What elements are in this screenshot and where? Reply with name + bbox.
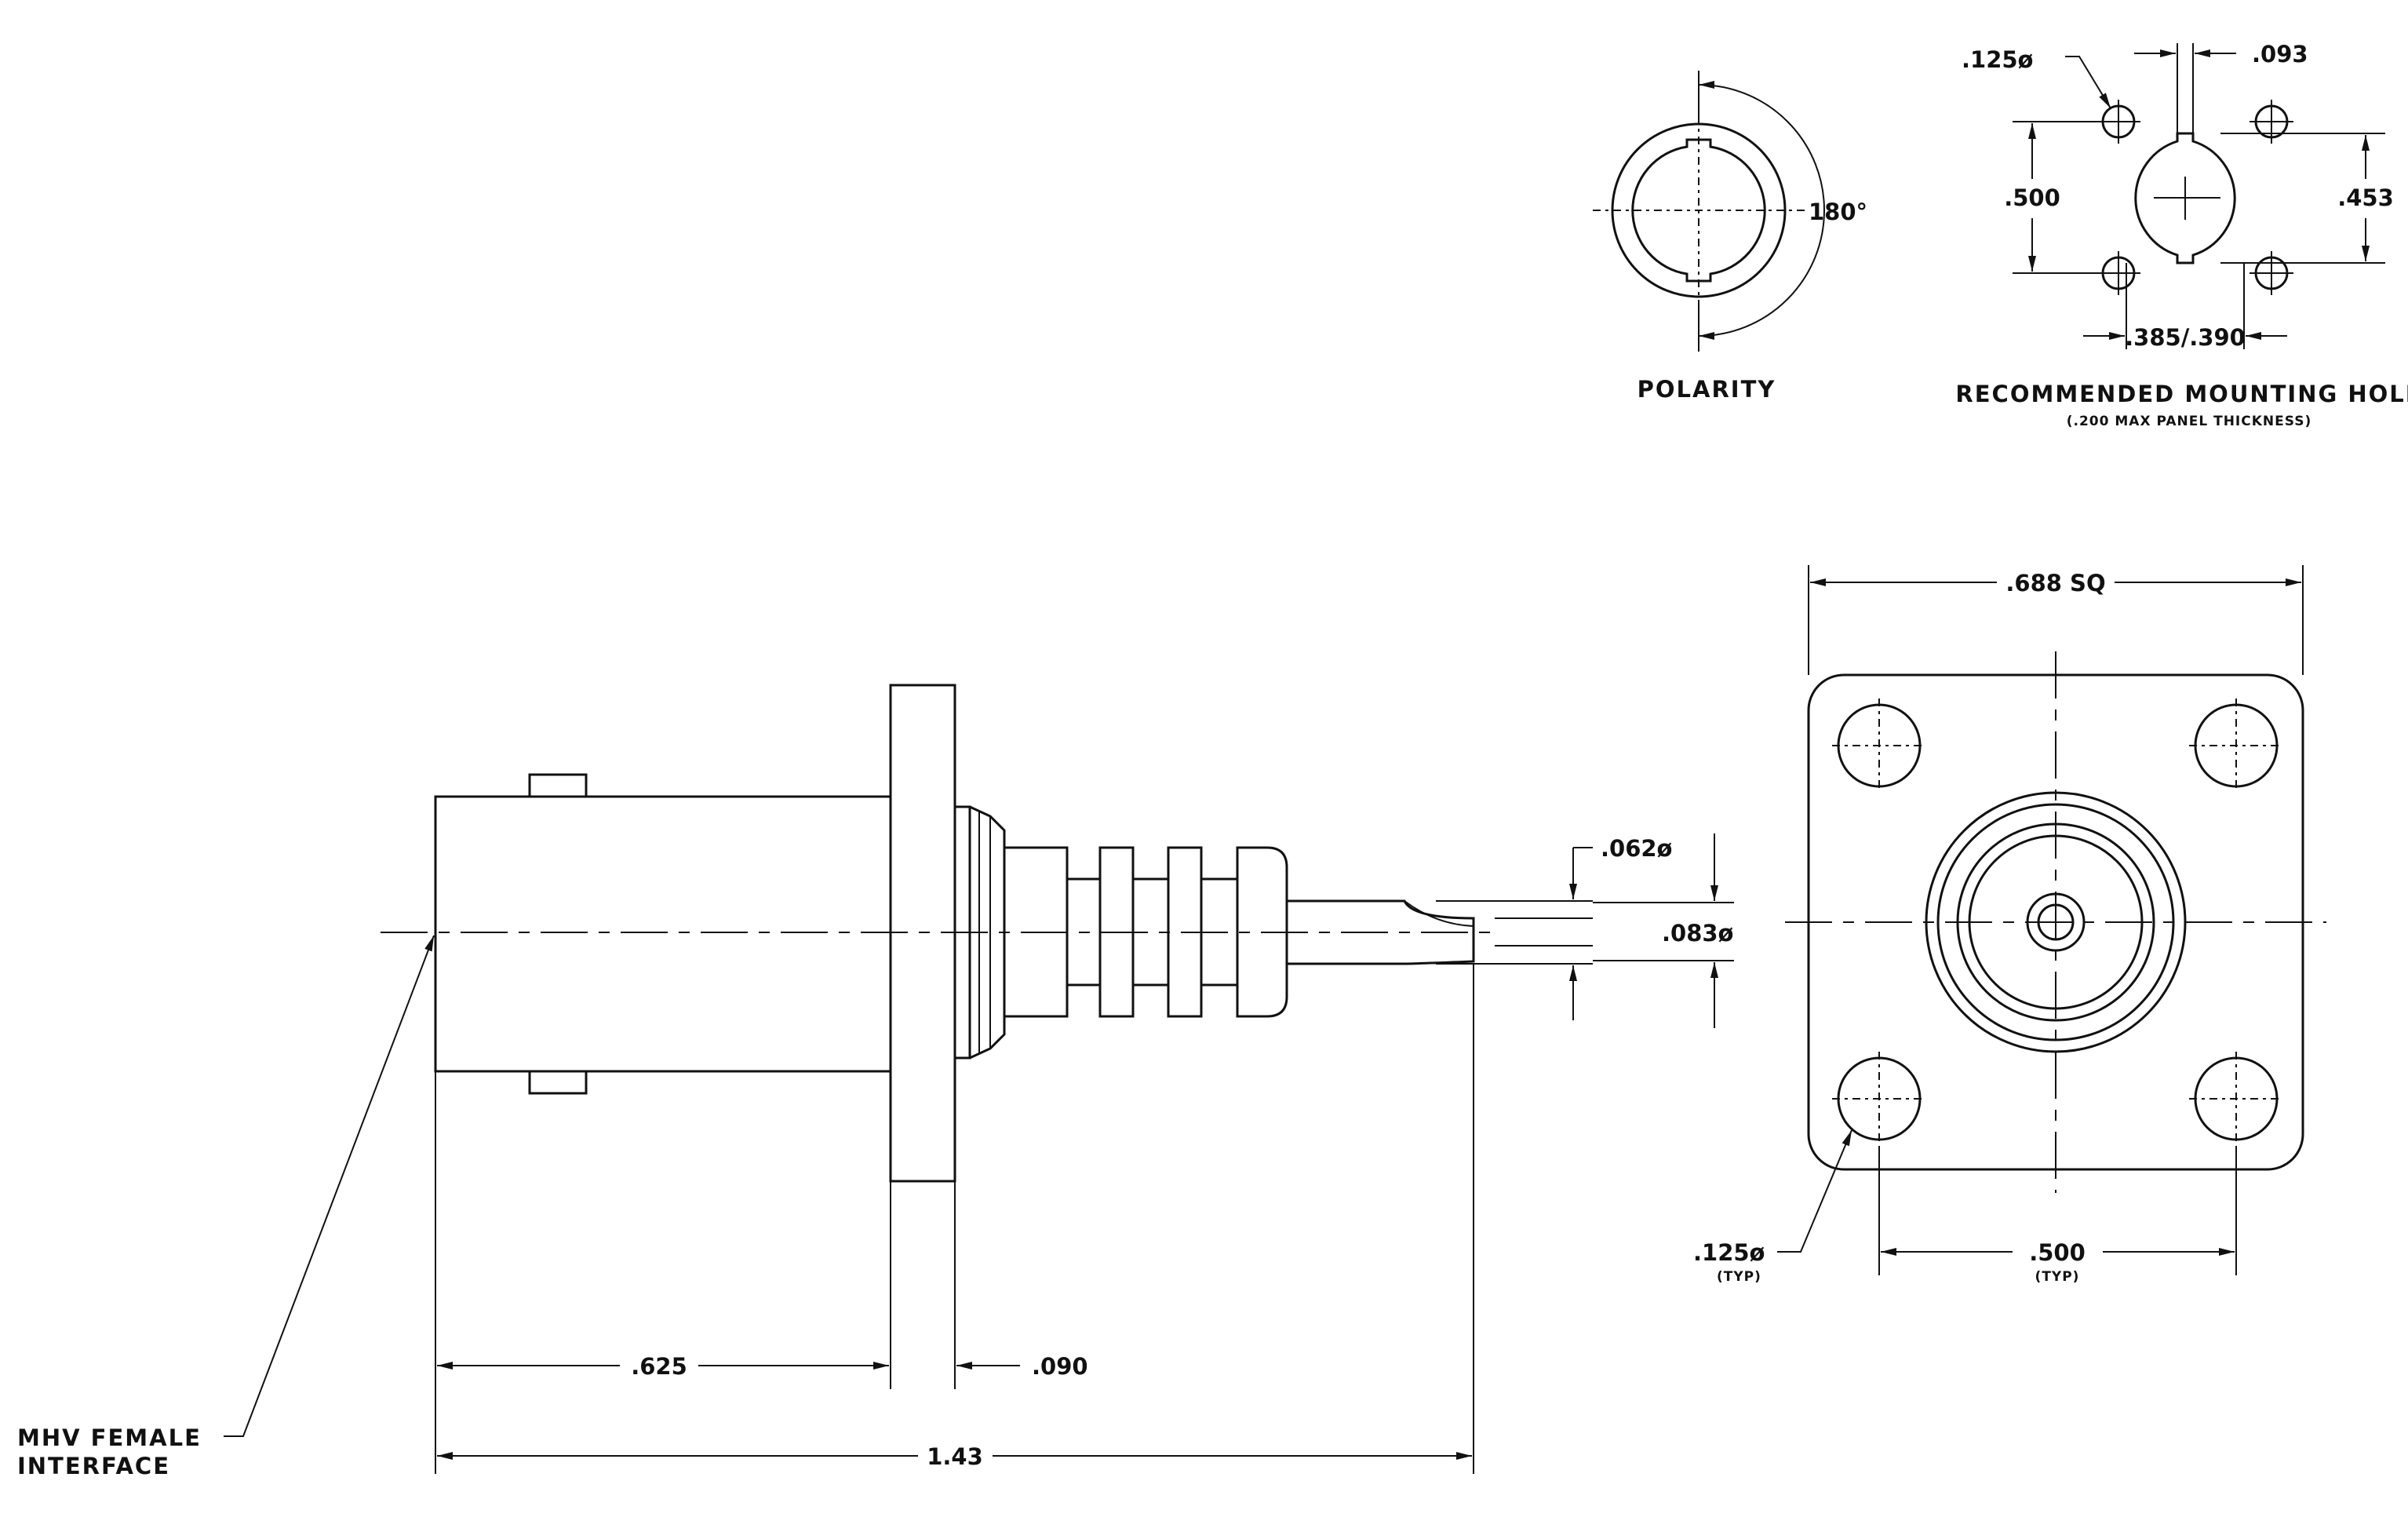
strain-boot-end [1236,846,1288,1018]
mounting-hole-tr [2189,698,2283,793]
small-hole-tl [2097,100,2140,144]
side-view: .625 .090 1.43 .062ø .083ø MHV FEMALE IN… [17,684,1734,1479]
small-hole-tr [2250,100,2293,144]
interface-leader [224,935,435,1437]
key-tab-bottom [528,1070,588,1095]
mounting-hole-subcaption: (.200 MAX PANEL THICKNESS) [2067,414,2312,429]
mount-dim-flat-height: .453 [2337,184,2394,211]
polarity-caption: POLARITY [1638,376,1776,403]
mounting-hole-bl [1832,1052,1926,1146]
polarity-view: 180° POLARITY [1593,71,1867,403]
cable [1287,899,1475,965]
mounting-hole-view: .500 .453 .093 .125ø .385/.390 RECOMMEND… [1955,41,2408,429]
mount-dim-hole-diameter: .125ø [1962,46,2033,73]
dim-body-length: .625 [631,1353,687,1380]
center-contact [2026,892,2086,952]
dim-flange-square: .688 SQ [2005,570,2105,596]
mounting-hole-br [2189,1052,2283,1146]
interface-label-line2: INTERFACE [17,1453,170,1479]
dim-overall-length: 1.43 [927,1443,983,1470]
dim-insulator-diameter: .083ø [1662,920,1733,947]
mount-dim-key-width: .093 [2252,41,2308,67]
dim-pin-diameter: .062ø [1601,835,1672,862]
mounting-hole-caption: RECOMMENDED MOUNTING HOLE [1955,381,2408,407]
key-tab-top [528,773,588,798]
nut-step-1 [955,805,971,1060]
small-hole-br [2250,251,2293,295]
dim-hole-spacing-note: (TYP) [2035,1269,2080,1285]
polarity-arc [1698,81,1825,340]
dim-hole-spacing: .500 [2029,1239,2086,1266]
front-view: .688 SQ .500 (TYP) .125ø (TYP) [1693,565,2326,1285]
connector-body [434,795,892,1073]
outer-ring [1925,791,2187,1053]
keyed-cutout [2134,132,2236,264]
interface-label-line1: MHV FEMALE [17,1424,202,1451]
mounting-hole-tl [1832,698,1926,793]
polarity-angle: 180° [1809,199,1867,225]
flange [889,684,956,1183]
dim-flange-thickness: .090 [1032,1353,1088,1380]
dim-hole-diameter: .125ø [1693,1239,1765,1266]
mount-dim-flat-width: .385/.390 [2125,324,2246,351]
dim-hole-diameter-note: (TYP) [1717,1269,1761,1285]
mount-dim-vertical: .500 [2004,184,2060,211]
cable-cut [1404,900,1474,927]
small-hole-bl [2097,251,2140,295]
